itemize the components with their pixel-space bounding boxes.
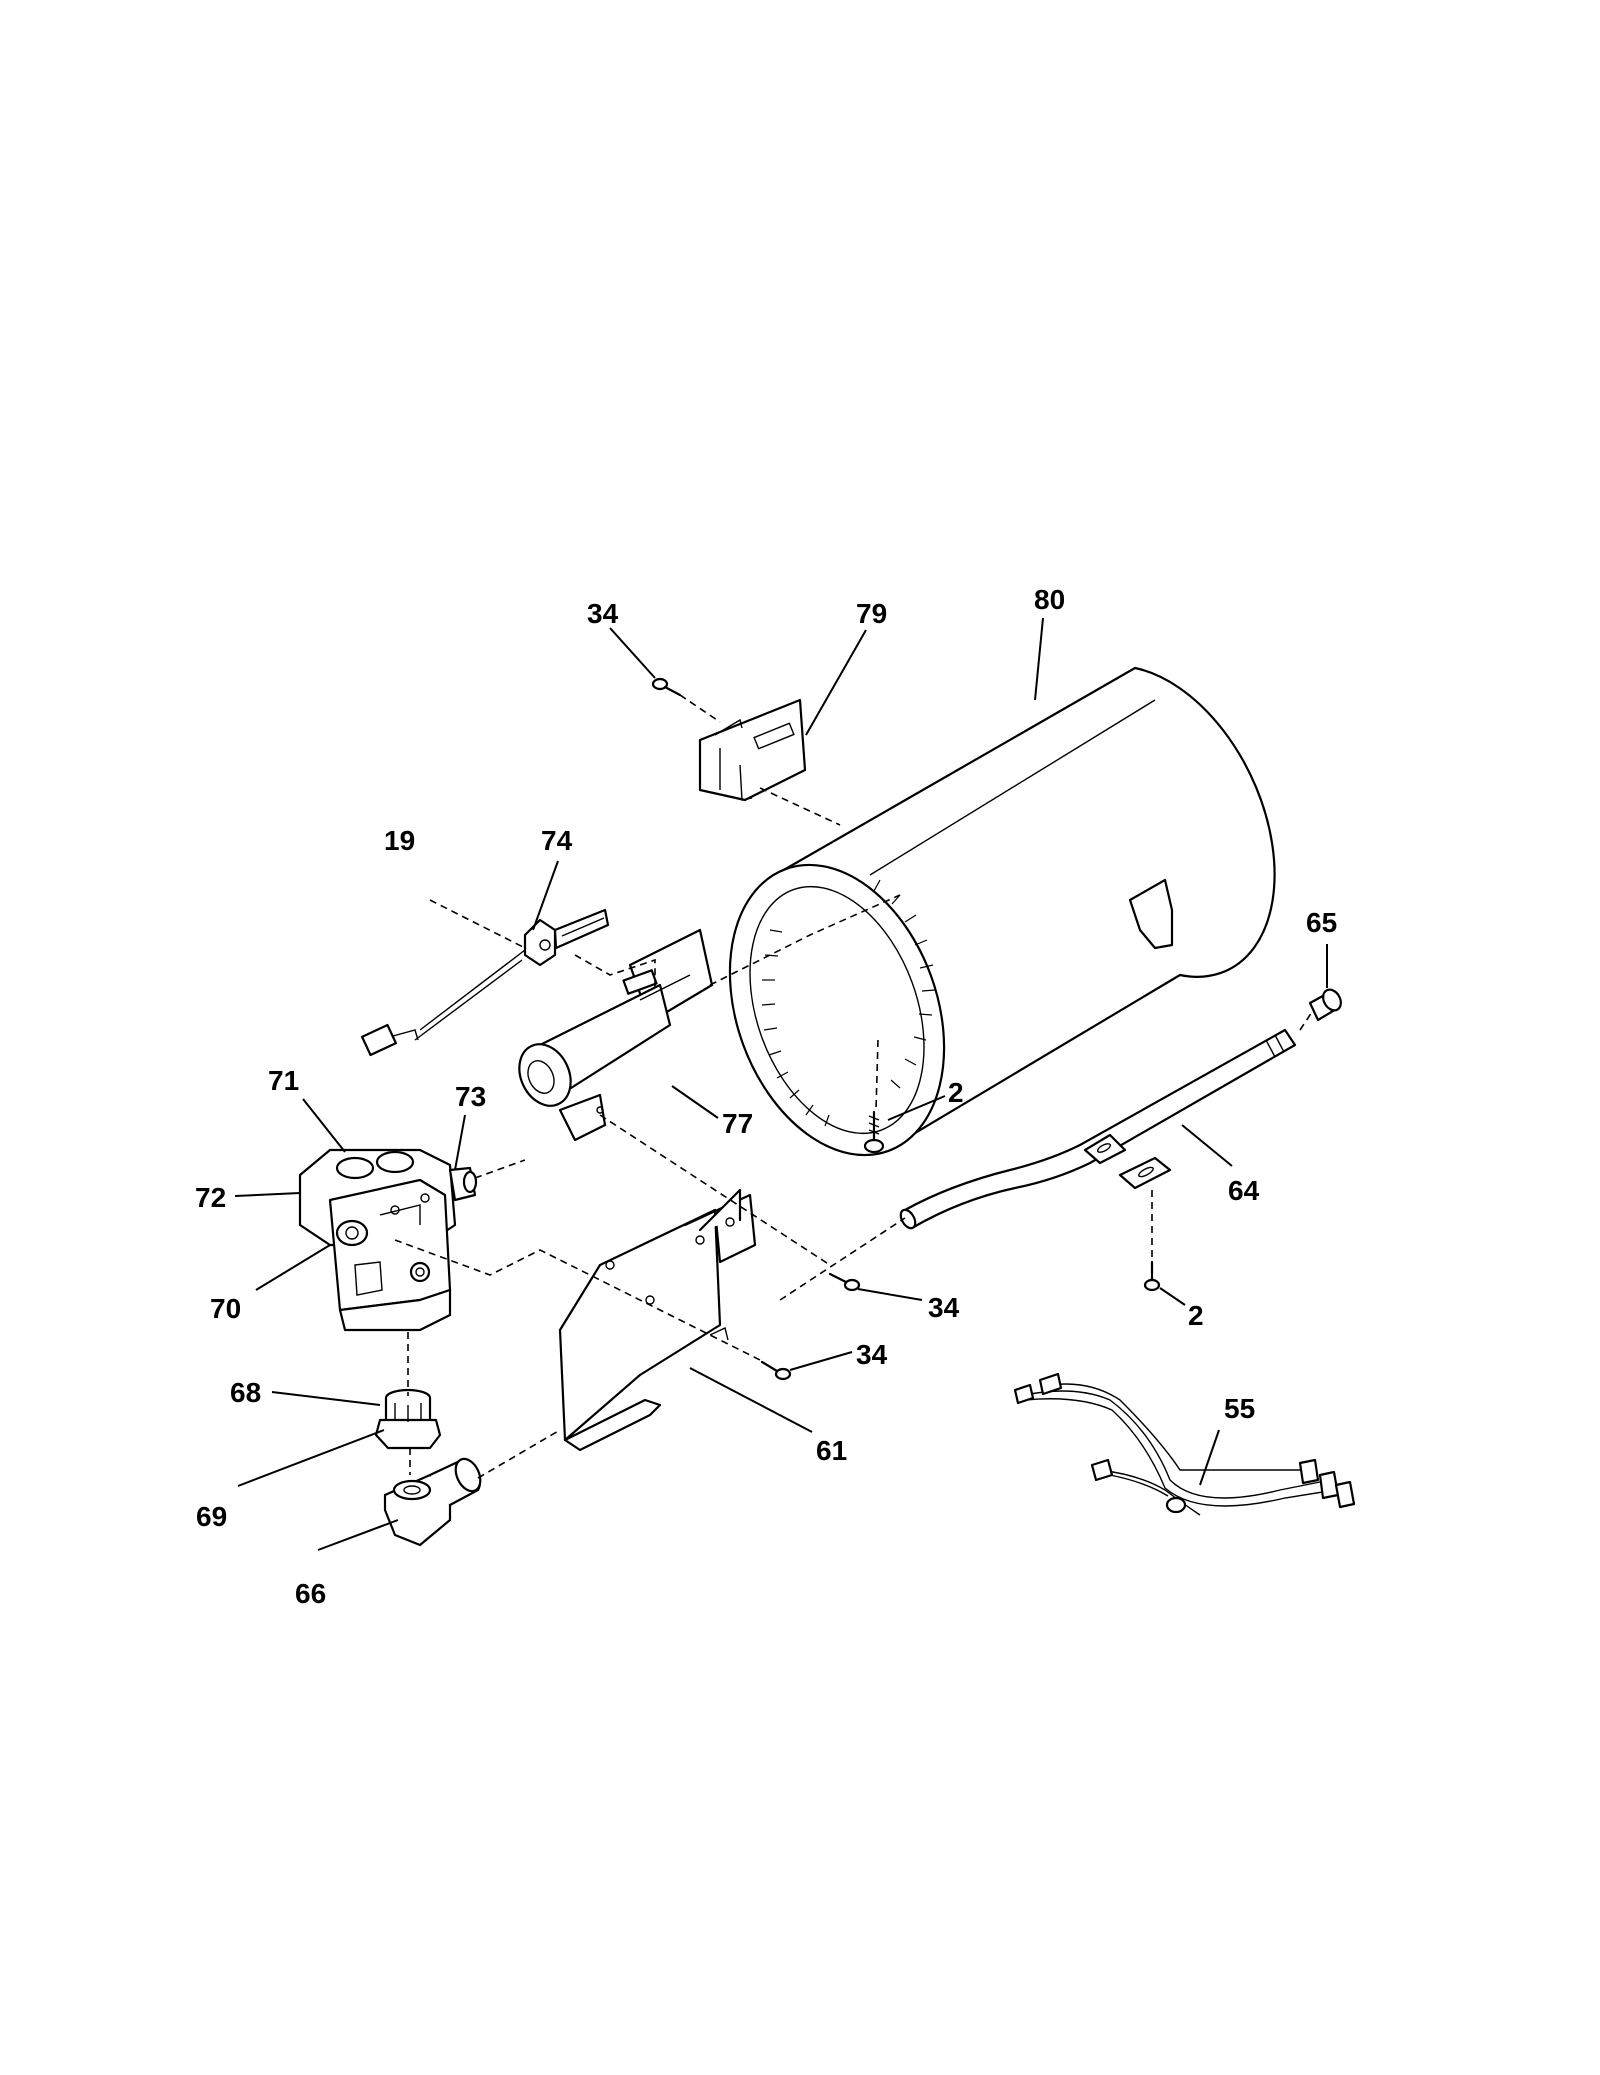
burner-tube-80 bbox=[728, 666, 1276, 1157]
callout-34-top: 34 bbox=[587, 598, 619, 629]
callout-79: 79 bbox=[856, 598, 887, 629]
callout-2-right: 2 bbox=[1188, 1300, 1204, 1331]
bracket-79 bbox=[698, 698, 807, 802]
screw-34-top bbox=[651, 677, 682, 697]
callout-2-center: 2 bbox=[948, 1077, 964, 1108]
callout-labels: 34 79 80 19 74 65 71 73 2 77 72 64 70 34… bbox=[195, 584, 1337, 1609]
callout-74: 74 bbox=[541, 825, 573, 856]
callout-80: 80 bbox=[1034, 584, 1065, 615]
callout-55: 55 bbox=[1224, 1393, 1255, 1424]
screw-34-low bbox=[760, 1360, 792, 1381]
callout-66: 66 bbox=[295, 1578, 326, 1609]
burner-77 bbox=[518, 928, 714, 1142]
callout-19: 19 bbox=[384, 825, 415, 856]
leader-lines bbox=[234, 617, 1328, 1551]
elbow-66 bbox=[383, 1457, 482, 1547]
callout-68: 68 bbox=[230, 1377, 261, 1408]
igniter-74 bbox=[360, 908, 610, 1057]
callout-69: 69 bbox=[196, 1501, 227, 1532]
callout-61: 61 bbox=[816, 1435, 847, 1466]
callout-34-mid: 34 bbox=[928, 1292, 960, 1323]
screw-2-right bbox=[1143, 1260, 1161, 1292]
screw-34-mid bbox=[828, 1272, 861, 1292]
callout-77: 77 bbox=[722, 1108, 753, 1139]
callout-65: 65 bbox=[1306, 907, 1337, 938]
wire-harness-55 bbox=[1013, 1372, 1356, 1516]
screw-2-center bbox=[863, 1110, 885, 1154]
gas-valve-70 bbox=[298, 1148, 478, 1332]
fitting-68 bbox=[374, 1388, 442, 1450]
assembly-lines bbox=[394, 694, 1313, 1479]
callout-64: 64 bbox=[1228, 1175, 1260, 1206]
callout-73: 73 bbox=[455, 1081, 486, 1112]
manifold-pipe-64 bbox=[899, 1028, 1297, 1230]
tube-rim-hatching bbox=[761, 879, 936, 1127]
callout-72: 72 bbox=[195, 1182, 226, 1213]
cap-65 bbox=[1308, 988, 1342, 1022]
callout-34-low: 34 bbox=[856, 1339, 888, 1370]
callout-70: 70 bbox=[210, 1293, 241, 1324]
callout-71: 71 bbox=[268, 1065, 299, 1096]
shield-61 bbox=[558, 1188, 757, 1452]
